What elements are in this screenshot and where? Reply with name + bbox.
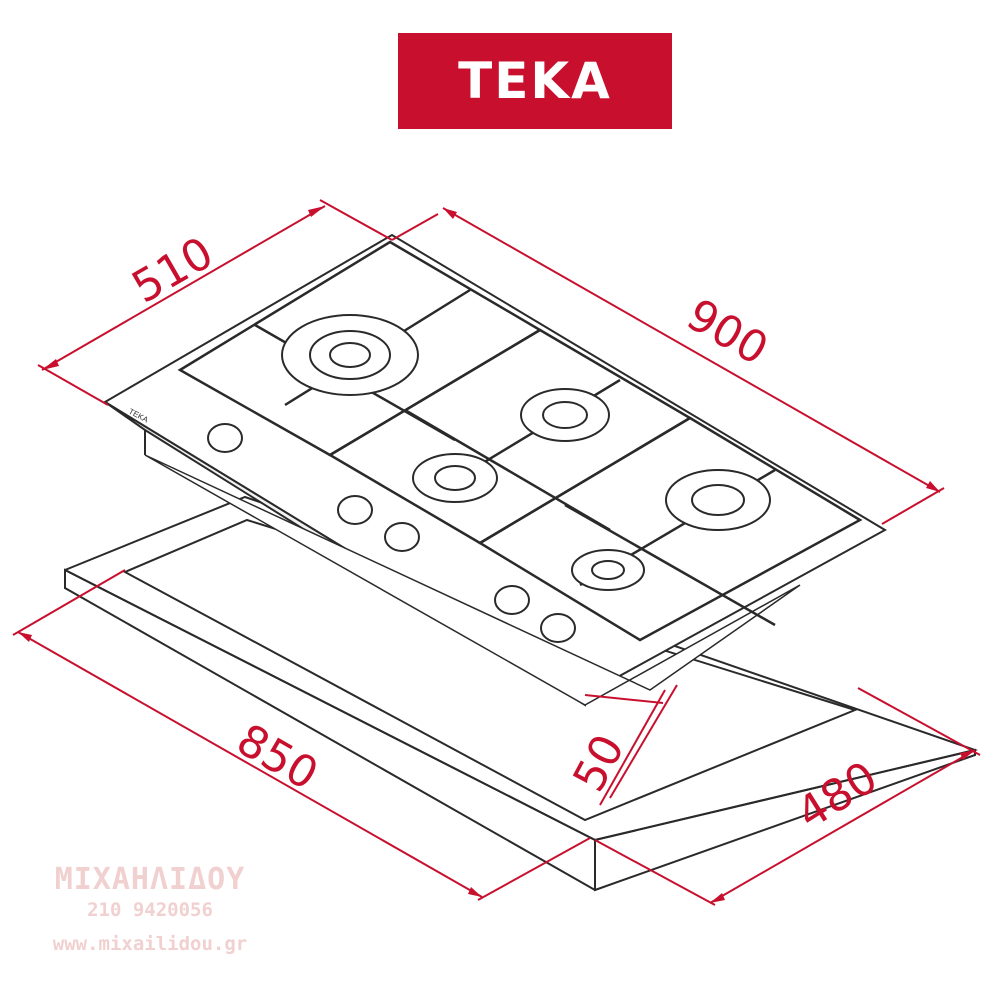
burner-wok	[281, 314, 419, 396]
dealer-watermark: ΜΙΧΑΗΛΙΔΟΥ 210 9420056 www.mixailidou.gr	[20, 862, 280, 955]
logo-text: TEKA	[458, 52, 612, 110]
knob-5	[540, 613, 576, 643]
knob-3	[384, 522, 420, 552]
dimension-900: 900	[678, 289, 776, 375]
knob-4	[494, 585, 530, 615]
dealer-url: www.mixailidou.gr	[52, 933, 248, 955]
knob-2	[337, 495, 373, 525]
teka-logo: TEKA	[398, 33, 672, 129]
burner-large-right	[665, 469, 771, 531]
dimension-arrows	[18, 206, 975, 903]
dimension-lines	[12, 199, 981, 906]
burner-small-front-right	[571, 549, 645, 591]
burner-small-front-left	[412, 453, 498, 503]
dimension-510: 510	[124, 227, 222, 313]
knob-1	[207, 423, 243, 453]
countertop-slab	[64, 495, 978, 892]
dealer-name: ΜΙΧΑΗΛΙΔΟΥ	[54, 862, 246, 897]
burner-medium-rear	[520, 388, 610, 442]
burners	[281, 314, 771, 591]
control-knobs	[207, 423, 576, 643]
dealer-phone: 210 9420056	[87, 899, 213, 921]
